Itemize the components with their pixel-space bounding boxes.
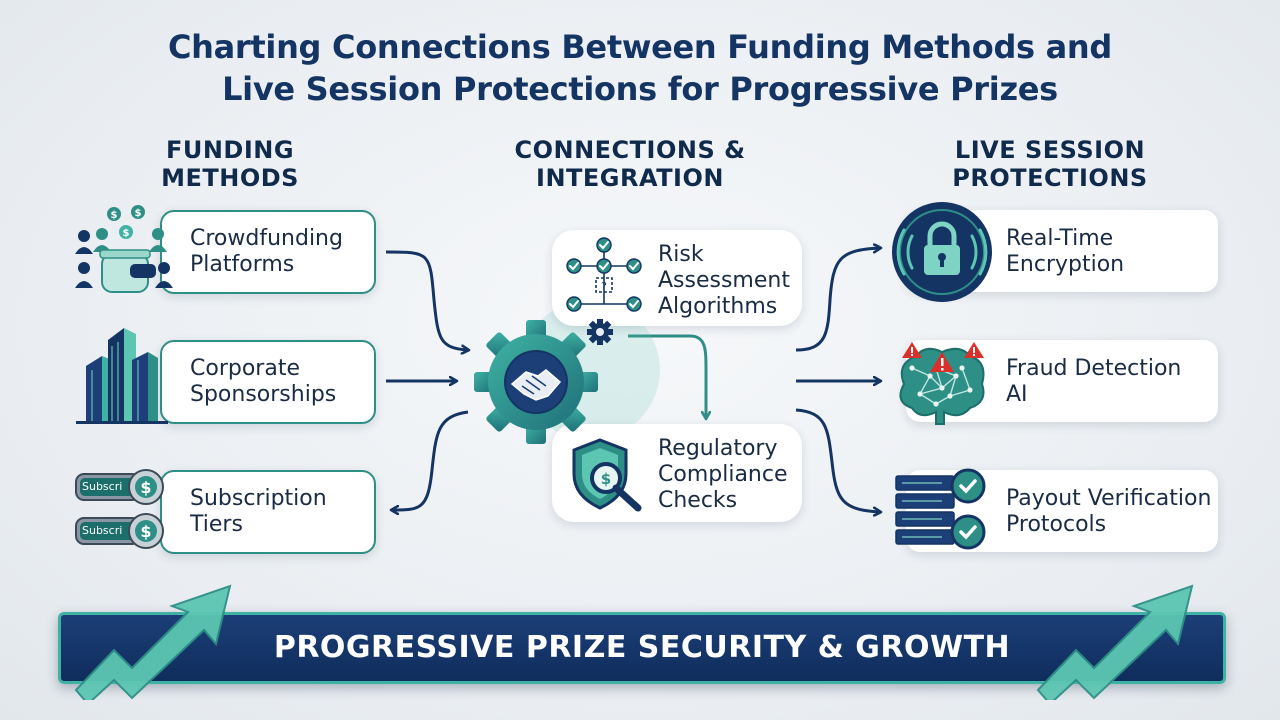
crowdfunding-jar-icon: $ $ $ (75, 205, 173, 293)
fraud-label-line-1: Fraud Detection (1006, 356, 1182, 381)
risk-label-line-1: Risk (658, 242, 704, 267)
fraud-label: Fraud Detection AI (1006, 356, 1181, 408)
fraud-label-line-2: AI (1006, 382, 1028, 407)
token-label-top: Subscri (82, 480, 123, 493)
funding-heading-line-1: FUNDING (165, 136, 295, 164)
svg-text:$: $ (601, 470, 611, 488)
compliance-label: Regulatory Compliance Checks (658, 436, 788, 514)
banner-text: PROGRESSIVE PRIZE SECURITY & GROWTH (273, 630, 1011, 665)
flowchart-checks-icon: ? (566, 237, 642, 312)
funding-heading-line-2: METHODS (161, 164, 299, 192)
arrow-crowdfunding-to-hub (385, 250, 468, 350)
payout-label-line-2: Protocols (1006, 512, 1107, 537)
arrow-hub-to-compliance (628, 334, 706, 418)
funding-methods-heading: FUNDING METHODS (110, 136, 350, 192)
corporate-label-line-1: Corporate (190, 356, 300, 381)
subscription-tokens-graphic: $ $ (75, 469, 164, 549)
connections-heading-line-2: INTEGRATION (536, 164, 724, 192)
brain-warning-icon (899, 342, 985, 425)
arrow-hub-to-subscription (392, 410, 469, 510)
protections-heading-line-1: LIVE SESSION (954, 136, 1146, 164)
corporate-label-line-2: Sponsorships (190, 382, 337, 407)
left-growth-arrow-icon (74, 584, 232, 700)
crowdfunding-label: Crowdfunding Platforms (190, 226, 343, 278)
encryption-label-line-1: Real-Time (1006, 226, 1114, 251)
svg-text:$: $ (140, 478, 151, 497)
token-label-bottom: Subscri (82, 524, 123, 537)
protections-heading: LIVE SESSION PROTECTIONS (920, 136, 1180, 192)
connections-heading: CONNECTIONS & INTEGRATION (480, 136, 780, 192)
encryption-label-line-2: Encryption (1006, 252, 1125, 277)
lock-signal-icon (892, 202, 992, 302)
svg-text:$: $ (135, 208, 142, 219)
risk-label-line-3: Algorithms (658, 294, 778, 319)
security-growth-banner: PROGRESSIVE PRIZE SECURITY & GROWTH (58, 612, 1226, 684)
subscription-label-line-2: Tiers (190, 512, 243, 537)
svg-text:$: $ (111, 210, 118, 221)
server-check-icon (895, 468, 986, 550)
risk-assessment-card[interactable] (552, 230, 802, 326)
gear-handshake-icon (474, 319, 613, 444)
payout-label-line-1: Payout Verification (1006, 486, 1212, 511)
arrow-hub-to-encryption (795, 248, 880, 352)
arrow-hub-to-payout (795, 408, 880, 512)
compliance-label-line-3: Checks (658, 488, 738, 513)
svg-text:?: ? (601, 280, 607, 293)
compliance-label-line-1: Regulatory (658, 436, 778, 461)
svg-text:$: $ (123, 228, 130, 239)
shield-magnifier-icon: $ (572, 438, 642, 512)
subscription-label: Subscription Tiers (190, 486, 327, 538)
risk-assessment-label: Risk Assessment Algorithms (658, 242, 790, 320)
title-line-2: Live Session Protections for Progressive… (222, 70, 1058, 108)
subscription-tokens-icon: $ $ Subscri Subscri (74, 466, 168, 558)
corporate-sponsorships-card[interactable] (160, 340, 376, 424)
payout-label: Payout Verification Protocols (1006, 486, 1211, 538)
title-line-1: Charting Connections Between Funding Met… (167, 28, 1113, 66)
svg-text:$: $ (140, 522, 151, 541)
risk-label-line-2: Assessment (658, 268, 790, 293)
connections-heading-line-1: CONNECTIONS & (514, 136, 746, 164)
subscription-tiers-card[interactable] (160, 470, 376, 554)
skyscraper-icon (76, 328, 168, 424)
crowdfunding-label-line-1: Crowdfunding (190, 226, 343, 251)
corporate-label: Corporate Sponsorships (190, 356, 336, 408)
crowdfunding-card[interactable] (160, 210, 376, 294)
protections-heading-line-2: PROTECTIONS (952, 164, 1148, 192)
right-growth-arrow-icon (1036, 584, 1194, 700)
encryption-label: Real-Time Encryption (1006, 226, 1124, 278)
crowdfunding-label-line-2: Platforms (190, 252, 295, 277)
page-title: Charting Connections Between Funding Met… (0, 26, 1280, 110)
compliance-label-line-2: Compliance (658, 462, 788, 487)
subscription-label-line-1: Subscription (190, 486, 327, 511)
